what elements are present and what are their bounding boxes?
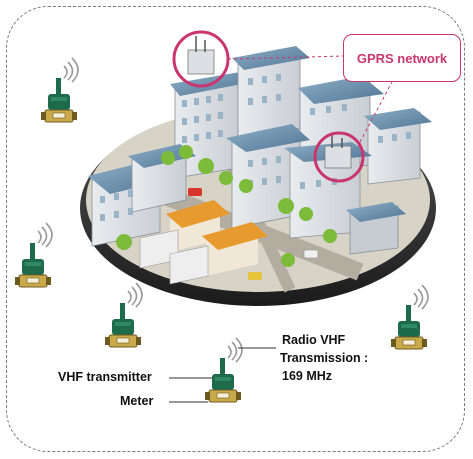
gprs-highlight-circle-2 bbox=[313, 131, 365, 183]
city-cars bbox=[188, 188, 319, 280]
gprs-network-label: GPRS network bbox=[356, 50, 448, 66]
water-meter-icon bbox=[40, 57, 79, 123]
water-meter-icon bbox=[104, 282, 143, 348]
dashed-border bbox=[6, 6, 465, 452]
water-meter-icon bbox=[390, 284, 429, 350]
meter-label: Meter bbox=[120, 394, 154, 408]
gprs-network-callout: GPRS network bbox=[343, 34, 461, 82]
water-meter-icon bbox=[204, 337, 243, 403]
gprs-connector-1 bbox=[227, 55, 345, 60]
vhf-transmitter-label: VHF transmitter bbox=[58, 370, 152, 384]
city-trees bbox=[116, 145, 337, 267]
radio-vhf-label-line2: Transmission : bbox=[280, 351, 369, 365]
radio-vhf-label-line1: Radio VHF bbox=[282, 333, 346, 347]
radio-vhf-label-line3: 169 MHz bbox=[282, 369, 333, 383]
city-buildings bbox=[88, 36, 432, 285]
water-meter-icon bbox=[14, 222, 53, 288]
gprs-connector-2 bbox=[359, 81, 393, 143]
